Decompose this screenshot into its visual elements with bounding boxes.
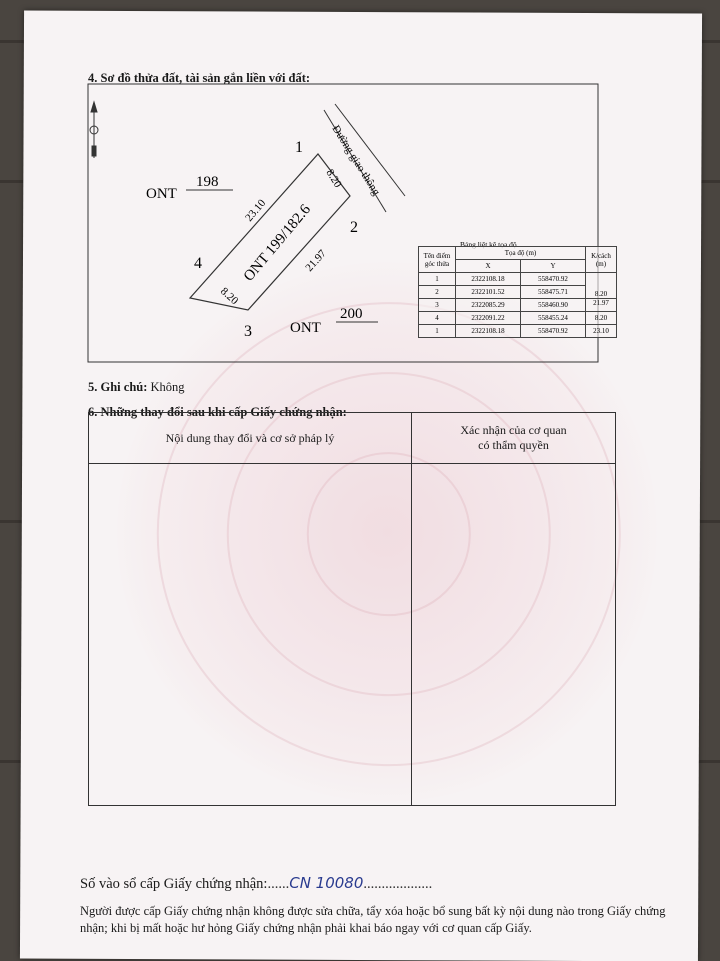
point-3-label: 3 bbox=[244, 323, 252, 340]
row-x: 2322108.18 bbox=[455, 272, 521, 286]
row-y: 558455.24 bbox=[520, 311, 586, 325]
registry-handwritten-number: CN 10080 bbox=[289, 874, 364, 892]
point-2-label: 2 bbox=[350, 219, 358, 236]
changes-confirmation-cell bbox=[411, 463, 616, 806]
footer-note: Người được cấp Giấy chứng nhận không đượ… bbox=[80, 904, 666, 935]
parcel-outline bbox=[188, 153, 351, 311]
changes-col1-header: Nội dung thay đổi và cơ sở pháp lý bbox=[88, 412, 412, 464]
changes-col2-line2: có thẩm quyền bbox=[478, 438, 549, 452]
map-frame bbox=[87, 83, 599, 363]
row-y: 558470.92 bbox=[520, 272, 586, 286]
registry-dots-before: ...... bbox=[267, 876, 290, 892]
neighbor-200-number: 200 bbox=[340, 306, 363, 322]
changes-col2-line1: Xác nhận của cơ quan bbox=[460, 423, 567, 437]
registry-line: Số vào sổ cấp Giấy chứng nhận:......CN 1… bbox=[80, 874, 432, 893]
changes-col2-header: Xác nhận của cơ quan có thẩm quyền bbox=[411, 412, 616, 464]
row-y: 558470.92 bbox=[520, 324, 586, 338]
point-4-label: 4 bbox=[194, 255, 202, 272]
coord-table-caption: Bảng liệt kê tọa độ bbox=[460, 240, 517, 249]
row-distance: 8.20 bbox=[585, 311, 617, 325]
edge-12-length: 8.20 bbox=[323, 167, 344, 190]
header-y: Y bbox=[520, 259, 586, 273]
header-dist: K/cách (m) bbox=[585, 246, 617, 273]
point-1-label: 1 bbox=[295, 139, 303, 156]
neighbor-198-number: 198 bbox=[196, 174, 219, 190]
section5-label: 5. Ghi chú: bbox=[88, 380, 148, 394]
row-point: 2 bbox=[418, 285, 456, 299]
row-point: 1 bbox=[418, 272, 456, 286]
table-row: 2 2322101.52 558475.71 bbox=[418, 285, 617, 299]
row-x: 2322101.52 bbox=[455, 285, 521, 299]
section4-title: 4. Sơ đồ thửa đất, tài sản gắn liền với … bbox=[88, 71, 311, 85]
north-arrow-icon bbox=[89, 100, 99, 158]
changes-table: Nội dung thay đổi và cơ sở pháp lý Xác n… bbox=[88, 412, 616, 806]
row-point: 4 bbox=[418, 311, 456, 325]
changes-content-cell bbox=[88, 463, 412, 806]
registry-label: Số vào sổ cấp Giấy chứng nhận: bbox=[80, 876, 268, 892]
row-distance: 23.10 bbox=[585, 324, 617, 338]
table-row: 3 2322085.29 558460.90 21.97 bbox=[418, 298, 617, 312]
row-x: 2322108.18 bbox=[455, 324, 521, 338]
road-strip bbox=[323, 103, 406, 213]
edge-41-length: 23.10 bbox=[243, 197, 268, 224]
row-distance: 21.97 bbox=[585, 298, 617, 312]
row-distance: 8.20 bbox=[585, 272, 617, 299]
edge-23-length: 21.97 bbox=[303, 247, 329, 274]
table-row: 1 2322108.18 558470.92 23.10 bbox=[418, 324, 617, 338]
section5: 5. Ghi chú: Không bbox=[88, 380, 185, 395]
table-row: 4 2322091.22 558455.24 8.20 bbox=[418, 311, 617, 325]
row-x: 2322091.22 bbox=[455, 311, 521, 325]
header-point: Tên điểm góc thửa bbox=[418, 246, 456, 273]
section5-value: Không bbox=[150, 380, 185, 394]
row-point: 1 bbox=[418, 324, 456, 338]
row-y: 558460.90 bbox=[520, 298, 586, 312]
table-row: 1 2322108.18 558470.92 8.20 bbox=[418, 272, 617, 299]
neighbor-198-prefix: ONT bbox=[146, 186, 177, 202]
header-x: X bbox=[455, 259, 521, 273]
row-point: 3 bbox=[418, 298, 456, 312]
header-coord: Tọa độ (m) bbox=[455, 246, 586, 260]
neighbor-200-prefix: ONT bbox=[290, 320, 321, 336]
row-x: 2322085.29 bbox=[455, 298, 521, 312]
row-y: 558475.71 bbox=[520, 285, 586, 299]
registry-dots-after: ................... bbox=[363, 876, 433, 892]
coord-table: Tên điểm góc thửa Tọa độ (m) K/cách (m) … bbox=[418, 246, 617, 338]
